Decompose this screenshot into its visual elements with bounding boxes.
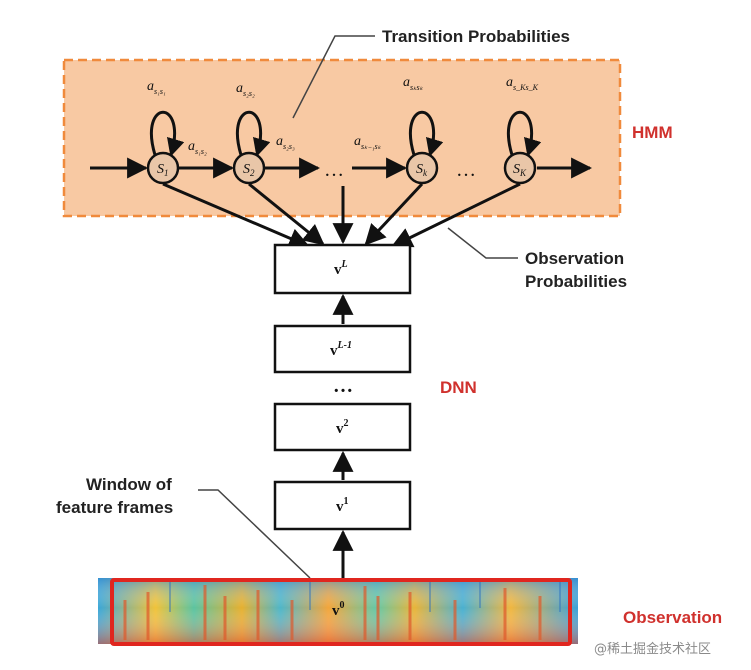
observation-probabilities-line1: Observation (525, 249, 624, 268)
self-loop-label-1: as₁s₁ (147, 79, 166, 96)
self-loop-sk (408, 111, 444, 157)
transition-probabilities-label: Transition Probabilities (382, 27, 570, 46)
transition-probabilities-callout: Transition Probabilities (292, 27, 570, 119)
transition-label-23: as₂s₃ (276, 134, 295, 151)
svg-text:Sk: Sk (416, 162, 428, 178)
emission-arrow-s1 (162, 182, 310, 249)
dnn-label: DNN (440, 378, 477, 397)
svg-text:vL-1: vL-1 (330, 340, 352, 359)
window-label-line2: feature frames (56, 498, 173, 517)
transition-label-k: asₖ₋₁sₖ (354, 134, 382, 151)
window-label-line1: Window of (86, 475, 172, 494)
hmm-ellipsis-1: … (324, 159, 344, 181)
self-loop-label-2: as₂s₂ (236, 81, 255, 98)
svg-text:v2: v2 (336, 418, 349, 437)
svg-text:vL: vL (334, 259, 348, 278)
hmm-state-s2: S2 (232, 151, 266, 185)
svg-text:SK: SK (513, 162, 527, 178)
self-loop-label-K: as_Ks_K (506, 75, 539, 92)
observation-label: Observation (623, 608, 722, 627)
hmm-state-s1: S1 (146, 151, 180, 185)
self-loop-s2 (235, 111, 271, 157)
emission-arrow-s2 (248, 182, 325, 246)
svg-text:S1: S1 (157, 162, 169, 178)
self-loop-sK (506, 111, 542, 157)
feature-window (110, 578, 572, 646)
self-loop-s1 (149, 111, 185, 157)
input-v0-label: v0 (332, 600, 345, 619)
svg-text:v1: v1 (336, 496, 349, 515)
observation-probabilities-callout: Observation Probabilities (447, 227, 627, 291)
emission-arrow-sk (364, 182, 424, 246)
hmm-state-sk: Sk (405, 151, 439, 185)
dnn-layer-vL: vL (273, 243, 412, 295)
svg-text:S2: S2 (243, 162, 255, 178)
dnn-layer-v2: v2 (273, 402, 412, 452)
hmm-ellipsis-2: … (456, 159, 476, 181)
dnn-ellipsis: … (333, 375, 353, 397)
hmm-label: HMM (632, 123, 673, 142)
watermark: @稀土掘金技术社区 (594, 641, 711, 657)
hmm-state-sK: SK (503, 151, 537, 185)
transition-label-12: as₁s₂ (188, 139, 207, 156)
dnn-layer-vL-1: vL-1 (273, 324, 412, 374)
self-loop-label-k: asₖsₖ (403, 75, 424, 92)
emission-arrow-sK (391, 182, 521, 248)
dnn-layer-v1: v1 (273, 480, 412, 531)
observation-probabilities-line2: Probabilities (525, 272, 627, 291)
spectrogram (70, 578, 578, 644)
window-callout: Window of feature frames (56, 475, 311, 579)
